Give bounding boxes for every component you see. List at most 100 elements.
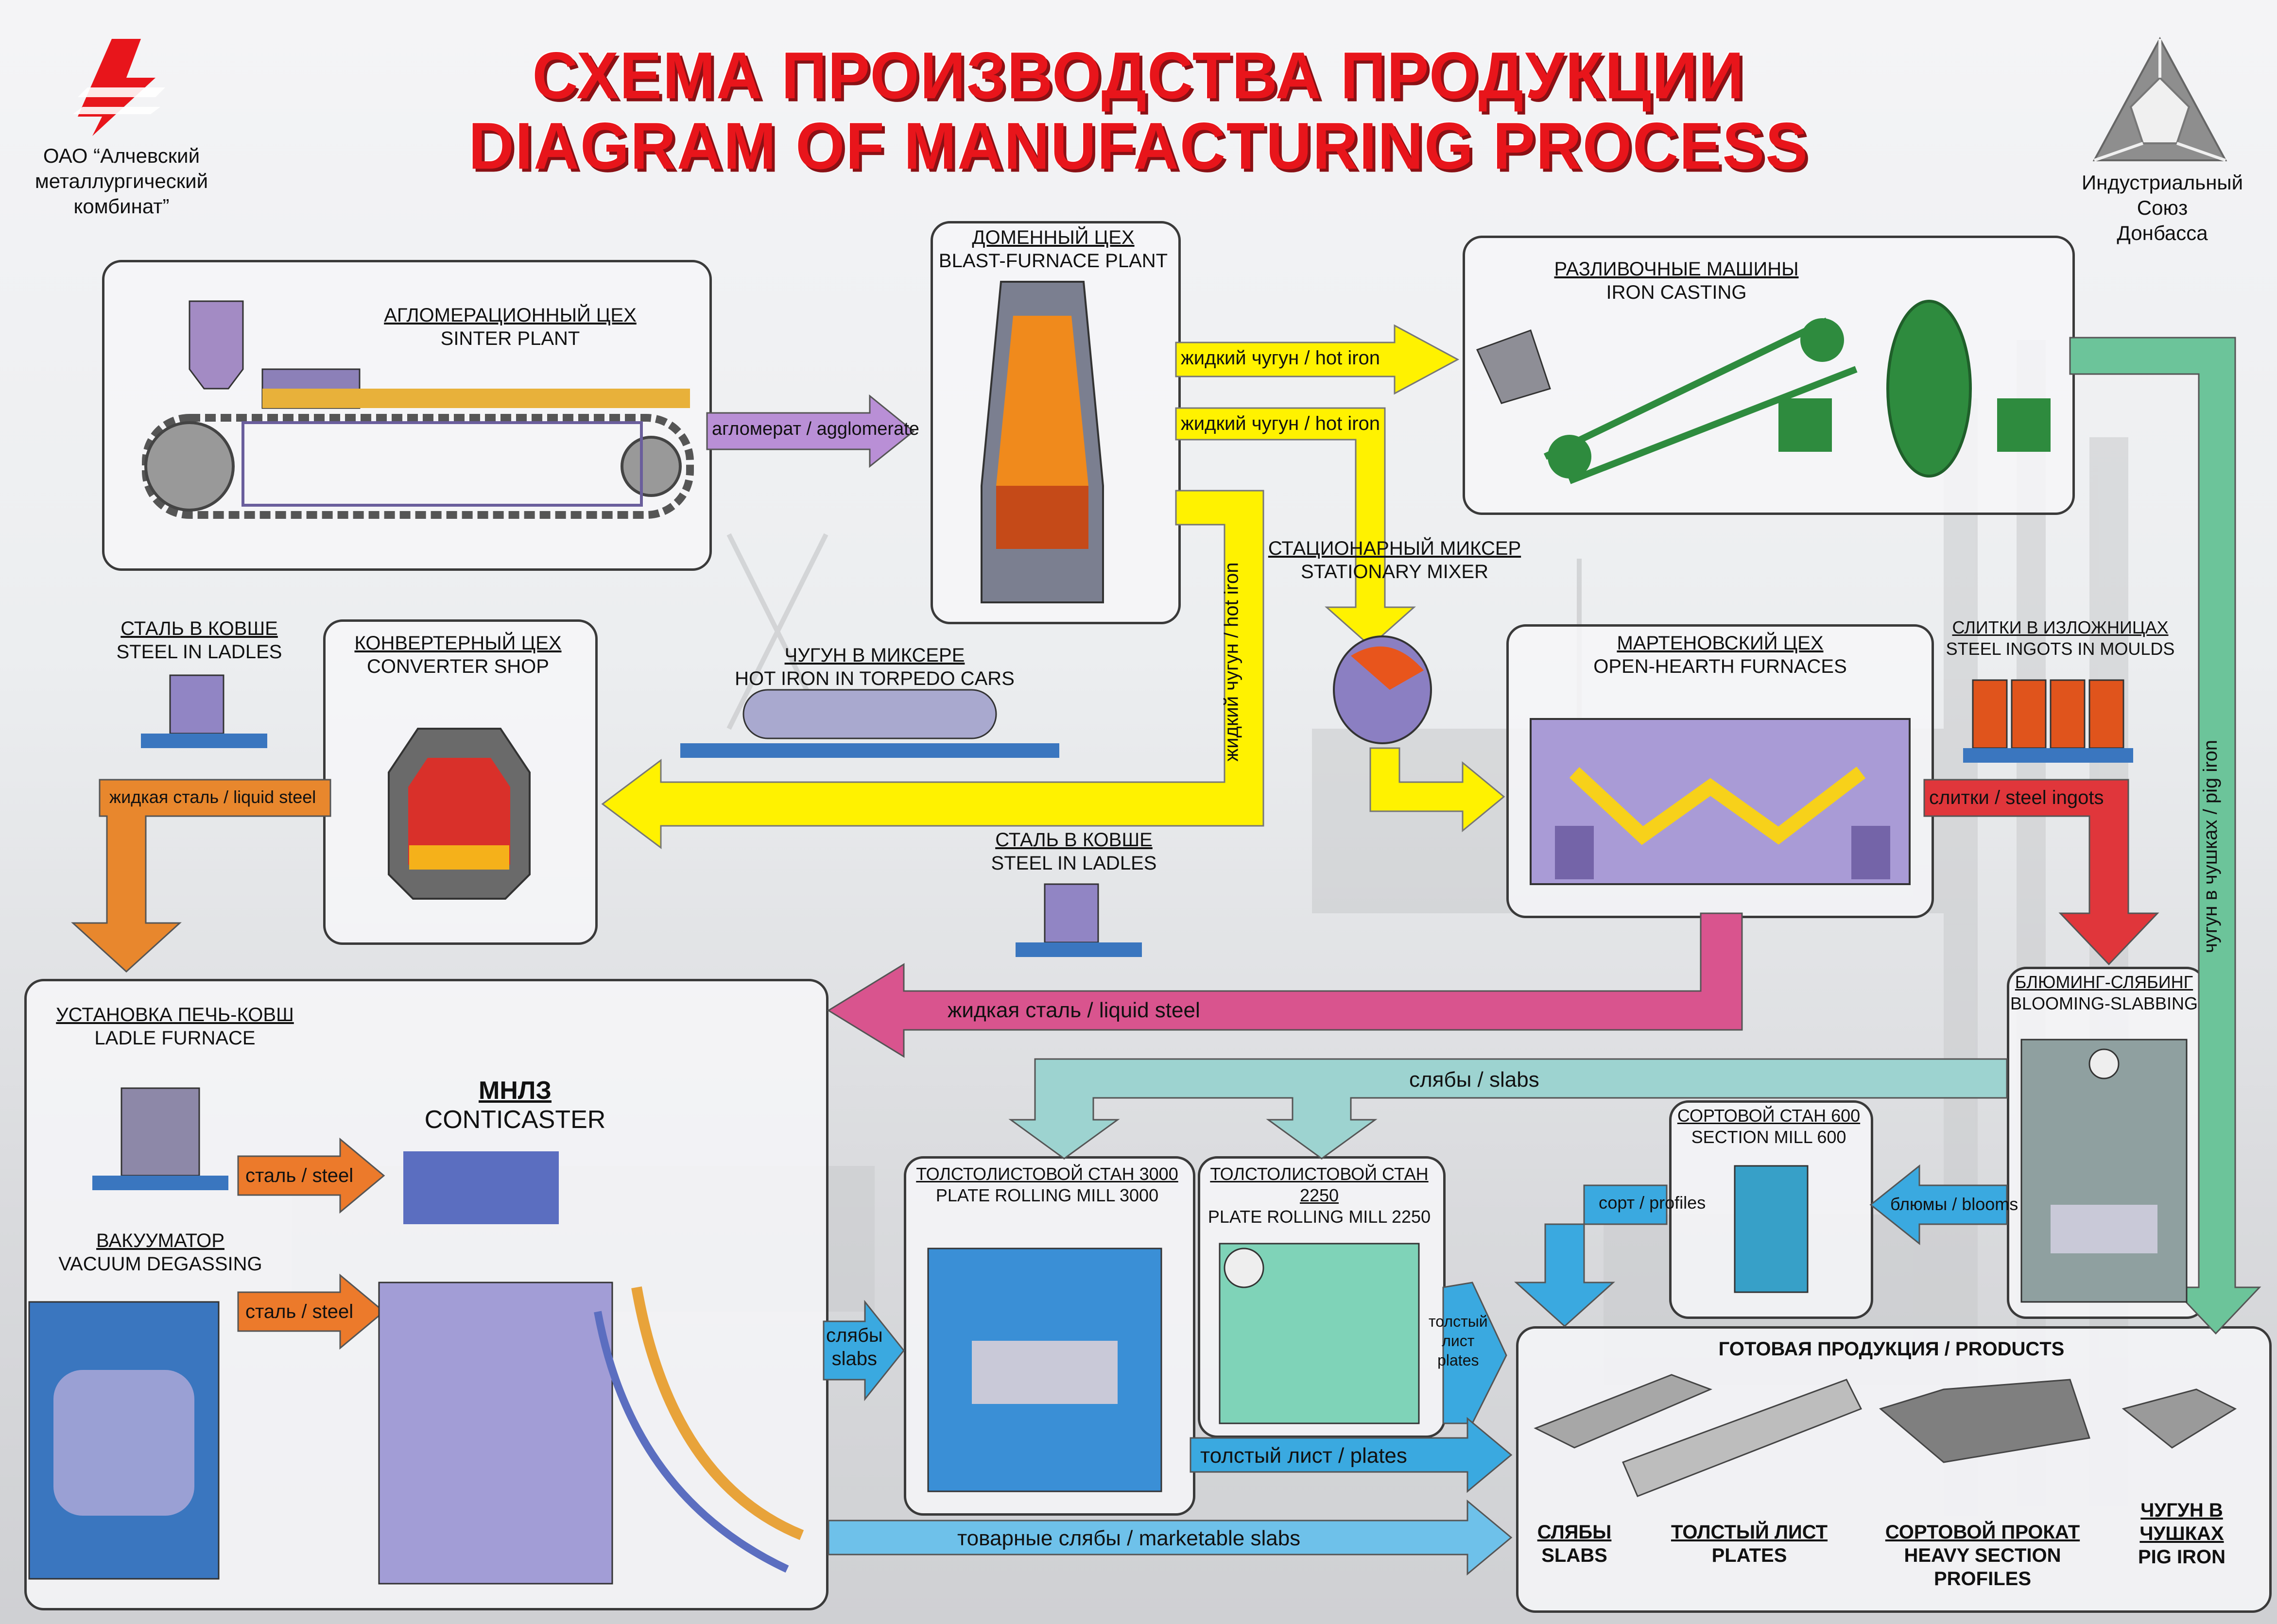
label-converter: КОНВЕРТЕРНЫЙ ЦЕХ CONVERTER SHOP [323,632,593,678]
label-en: BLAST-FURNACE PLANT [938,250,1168,272]
label-mill-2250: ТОЛСТОЛИСТОВОЙ СТАН 2250 PLATE ROLLING M… [1198,1163,1441,1228]
label-ru: УСТАНОВКА ПЕЧЬ-КОВШ [56,1004,294,1026]
arrow-slabs-small [823,1299,905,1402]
label-ru: ЧУГУН В МИКСЕРЕ [784,645,965,666]
label-en: SECTION MILL 600 [1691,1127,1846,1147]
flow-steel-2: сталь / steel [245,1301,354,1322]
label-ru: СТАЛЬ В КОВШЕ [121,618,278,639]
label-ru: СЛИТКИ В ИЗЛОЖНИЦАХ [1952,617,2169,637]
label-ru: КОНВЕРТЕРНЫЙ ЦЕХ [354,633,562,654]
label-mill-3000: ТОЛСТОЛИСТОВОЙ СТАН 3000 PLATE ROLLING M… [904,1163,1190,1206]
arrow-steel-ingots [1923,779,2159,966]
label-vacuum: ВАКУУМАТОР VACUUM DEGASSING [24,1229,296,1276]
product-en: PLATES [1711,1545,1787,1566]
arrow-plates-small [1442,1282,1507,1424]
arrow-liquid-steel-mid [827,912,1743,1058]
product-plates: ТОЛСТЫЙ ЛИСТ PLATES [1642,1521,1856,1567]
label-ru: ВАКУУМАТОР [96,1230,224,1251]
label-en: HOT IRON IN TORPEDO CARS [735,668,1015,689]
flow-agglomerate: агломерат / agglomerate [712,419,919,439]
ingot-moulds-drawing [1963,679,2133,763]
flow-liquid-steel-left: жидкая сталь / liquid steel [109,787,316,807]
blast-furnace-drawing [981,281,1104,603]
company-line: комбинат” [73,195,170,218]
ladle-furnace-drawing [92,1087,228,1190]
converter-drawing [388,728,531,900]
lightning-steel-logo-icon [73,39,165,136]
vacuum-degasser-drawing [28,1301,220,1580]
mill-3000-drawing [927,1248,1162,1492]
page-title-ru: СХЕМА ПРОИЗВОДСТВА ПРОДУКЦИИ [532,38,1745,113]
triangle-union-logo-icon [2092,36,2227,162]
product-en: SLABS [1541,1545,1607,1566]
arrow-steel-1 [237,1137,385,1214]
company-line: Индустриальный [2081,171,2243,194]
label-en: CONVERTER SHOP [367,656,549,677]
section-mill-drawing [1734,1165,1809,1293]
flow-hot-iron-2: жидкий чугун / hot iron [1181,413,1380,434]
conticaster-drawing [378,1151,804,1585]
flow-line: plates [1437,1351,1479,1369]
product-ru: ЧУГУН В ЧУШКАХ [2139,1500,2224,1544]
arrow-pig-iron [2069,337,2261,1335]
product-ru: СОРТОВОЙ ПРОКАТ [1885,1521,2080,1543]
label-section-mill: СОРТОВОЙ СТАН 600 SECTION MILL 600 [1669,1105,1868,1148]
iron-casting-drawing [1476,300,2051,484]
flow-pig-iron-vertical: чугун в чушках / pig iron [2200,739,2222,954]
product-slabs: СЛЯБЫ SLABS [1516,1521,1633,1567]
label-en: STEEL IN LADLES [116,641,282,663]
arrow-agglomerate [706,394,915,468]
flow-plates: толстый лист / plates [1200,1444,1407,1468]
arrow-liquid-steel-left [71,779,331,973]
label-en: LADLE FURNACE [94,1027,256,1049]
label-en: STATIONARY MIXER [1301,561,1488,582]
company-line: ОАО “Алчевский [43,144,200,167]
flow-hot-iron-1: жидкий чугун / hot iron [1181,347,1380,369]
ladle-car-left [141,674,267,748]
flow-steel-ingots: слитки / steel ingots [1929,787,2104,808]
flow-slabs-top: слябы / slabs [1409,1068,1539,1092]
product-ru: ТОЛСТЫЙ ЛИСТ [1671,1521,1828,1543]
flow-steel-1: сталь / steel [245,1165,354,1186]
product-en: PIG IRON [2138,1546,2226,1568]
products-heading: ГОТОВАЯ ПРОДУКЦИЯ / PRODUCTS [1718,1338,2065,1360]
label-blooming: БЛЮМИНГ-СЛЯБИНГ BLOOMING-SLABBING [2007,972,2201,1014]
company-line: Донбасса [2117,222,2208,244]
label-ru: СТАЛЬ В КОВШЕ [995,829,1153,851]
company-name-right: Индустриальный Союз Донбасса [2055,170,2269,246]
label-en: VACUUM DEGASSING [58,1253,262,1275]
label-blast-furnace: ДОМЕННЫЙ ЦЕХ BLAST-FURNACE PLANT [931,226,1176,273]
label-ru: ТОЛСТОЛИСТОВОЙ СТАН 2250 [1210,1164,1429,1205]
flow-line: слябы [826,1325,883,1346]
company-logo-right [2089,34,2230,165]
product-en: HEAVY SECTION PROFILES [1904,1545,2061,1590]
label-en: PLATE ROLLING MILL 2250 [1208,1207,1431,1227]
arrow-hot-iron-mixer [1175,407,1416,648]
mixer-drawing [1333,635,1432,744]
label-ru: АГЛОМЕРАЦИОННЫЙ ЦЕХ [384,305,637,326]
flow-hot-iron-vertical: жидкий чугун / hot iron [1221,562,1242,762]
label-iron-casting: РАЗЛИВОЧНЫЕ МАШИНЫ IRON CASTING [1506,257,1846,304]
label-en: SINTER PLANT [440,328,580,349]
company-line: металлургический [34,170,208,192]
company-line: Союз [2137,196,2188,219]
arrow-slabs-top [1008,1058,2008,1160]
label-steel-ladles-mid: СТАЛЬ В КОВШЕ STEEL IN LADLES [952,828,1195,875]
label-sinter-plant: АГЛОМЕРАЦИОННЫЙ ЦЕХ SINTER PLANT [340,304,680,350]
label-ru: МНЛЗ [479,1077,552,1105]
label-ingots: СЛИТКИ В ИЗЛОЖНИЦАХ STEEL INGOTS IN MOUL… [1924,617,2196,660]
label-ru: ТОЛСТОЛИСТОВОЙ СТАН 3000 [916,1164,1178,1184]
arrow-blooms [1869,1164,2008,1246]
page-title-en: DIAGRAM OF MANUFACTURING PROCESS [468,108,1809,183]
label-torpedo: ЧУГУН В МИКСЕРЕ HOT IRON IN TORPEDO CARS [705,644,1045,690]
ladle-car-mid [1016,883,1142,957]
sinter-machine [142,300,694,519]
label-en: STEEL INGOTS IN MOULDS [1946,639,2175,659]
arrow-steel-2 [237,1273,385,1350]
label-open-hearth: МАРТЕНОВСКИЙ ЦЕХ OPEN-HEARTH FURNACES [1531,632,1910,678]
flow-line: slabs [831,1348,878,1369]
flow-profiles: сорт / profiles [1599,1193,1706,1213]
arrow-hot-iron-converter [601,490,1264,849]
arrow-profiles [1514,1184,1668,1328]
